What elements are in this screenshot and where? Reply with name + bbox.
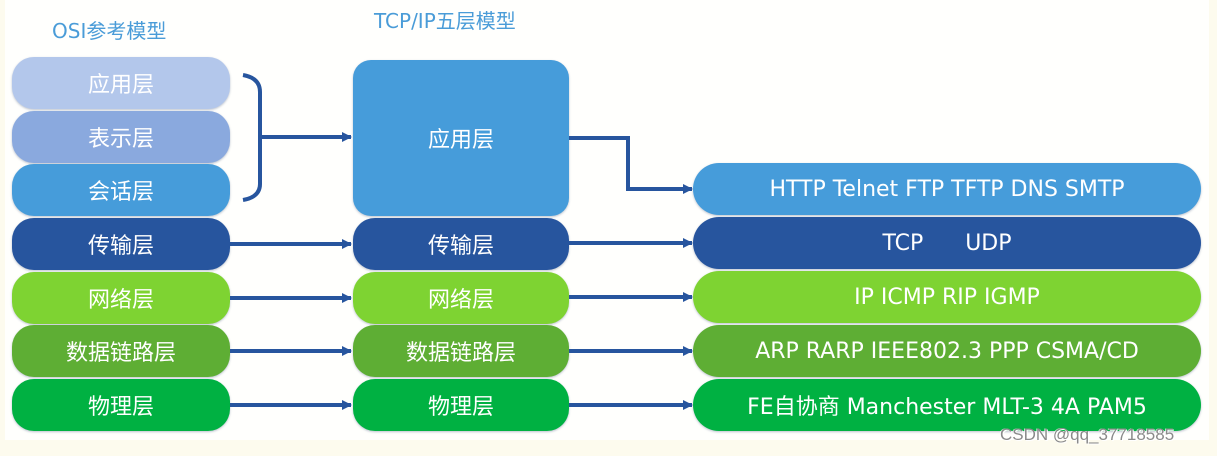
tcpip-layer-label: 应用层 xyxy=(427,128,494,153)
protocols-transport: TCP UDP xyxy=(693,217,1201,269)
osi-layer-label: 传输层 xyxy=(87,234,154,259)
protocol-list-label: FE自协商 Manchester MLT-3 4A PAM5 xyxy=(747,395,1147,420)
tcpip-layer-label: 网络层 xyxy=(427,288,494,313)
tcpip-layer-physical: 物理层 xyxy=(353,379,569,431)
osi-layer-session: 会话层 xyxy=(12,164,230,216)
protocol-list-label: IP ICMP RIP IGMP xyxy=(854,284,1040,310)
tcpip-layer-label: 数据链路层 xyxy=(405,341,516,366)
protocols-application: HTTP Telnet FTP TFTP DNS SMTP xyxy=(693,163,1201,215)
osi-layer-label: 会话层 xyxy=(87,180,154,205)
tcpip-layer-label: 物理层 xyxy=(427,395,494,420)
tcpip-layer-datalink: 数据链路层 xyxy=(353,325,569,377)
protocols-physical: FE自协商 Manchester MLT-3 4A PAM5 xyxy=(693,379,1201,431)
osi-layer-label: 表示层 xyxy=(87,127,154,152)
osi-layer-label: 物理层 xyxy=(87,395,154,420)
protocols-network: IP ICMP RIP IGMP xyxy=(693,271,1201,323)
protocol-list-label: HTTP Telnet FTP TFTP DNS SMTP xyxy=(769,176,1125,202)
tcpip-layer-application: 应用层 xyxy=(353,60,569,216)
tcpip-layer-label: 传输层 xyxy=(427,234,494,259)
osi-layer-physical: 物理层 xyxy=(12,379,230,431)
osi-layer-label: 应用层 xyxy=(87,73,154,98)
watermark: CSDN @qq_37718585 xyxy=(1000,425,1175,444)
osi-layer-application: 应用层 xyxy=(12,57,230,109)
protocol-list-label: ARP RARP IEEE802.3 PPP CSMA/CD xyxy=(755,338,1139,364)
arrow-application-to-protocols xyxy=(569,136,693,194)
bracket-icon xyxy=(242,73,262,202)
osi-layer-network: 网络层 xyxy=(12,272,230,324)
tcpip-layer-transport: 传输层 xyxy=(353,218,569,270)
tcpip-title: TCP/IP五层模型 xyxy=(374,9,516,33)
osi-title: OSI参考模型 xyxy=(52,19,167,43)
protocol-list-label: TCP UDP xyxy=(882,230,1012,256)
protocols-datalink: ARP RARP IEEE802.3 PPP CSMA/CD xyxy=(693,325,1201,377)
osi-layer-label: 数据链路层 xyxy=(65,341,176,366)
osi-layer-presentation: 表示层 xyxy=(12,111,230,163)
osi-layer-label: 网络层 xyxy=(87,288,154,313)
osi-layer-datalink: 数据链路层 xyxy=(12,325,230,377)
tcpip-layer-network: 网络层 xyxy=(353,272,569,324)
osi-layer-transport: 传输层 xyxy=(12,218,230,270)
